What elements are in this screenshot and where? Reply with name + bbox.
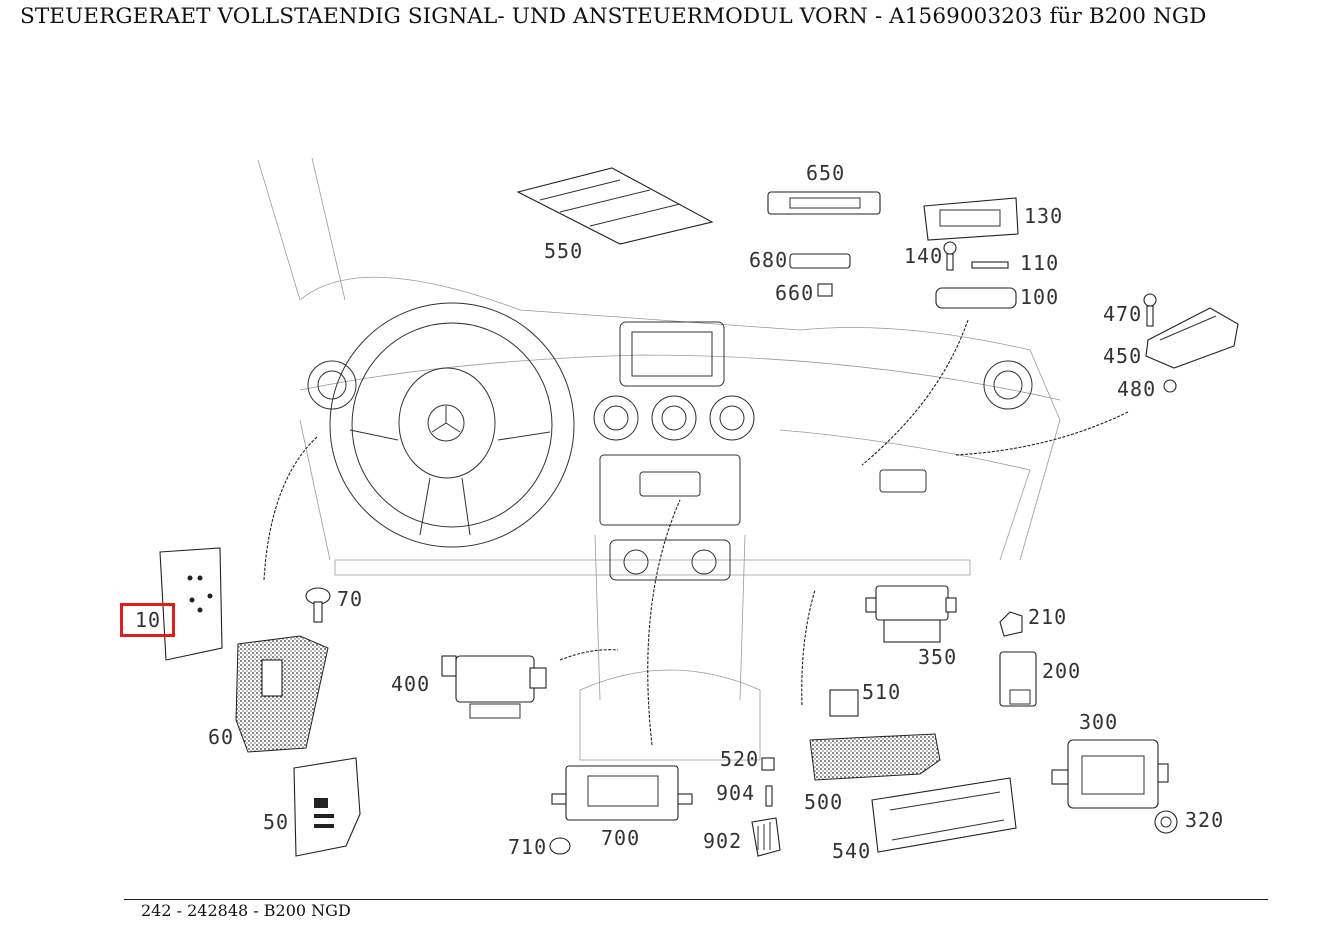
part-60[interactable] [235,635,329,753]
part-100[interactable] [935,287,1017,309]
part-label-60: 60 [208,725,235,749]
dashboard-illustration [257,157,1061,761]
part-label-210: 210 [1028,605,1068,629]
part-500[interactable] [809,733,941,781]
part-label-500: 500 [804,790,844,814]
diagram-reference-footer: 242 - 242848 - B200 NGD [141,901,351,920]
part-label-540: 540 [832,839,872,863]
part-label-480: 480 [1117,377,1157,401]
highlighted-part-marker [120,603,175,637]
part-10[interactable] [159,547,223,661]
page-title: STEUERGERAET VOLLSTAENDIG SIGNAL- UND AN… [20,4,1207,29]
part-540[interactable] [871,777,1017,853]
part-904[interactable] [765,785,773,807]
part-label-350: 350 [918,645,958,669]
part-label-902: 902 [703,829,743,853]
part-710[interactable] [549,837,571,855]
part-label-700: 700 [601,826,641,850]
part-300[interactable] [1051,739,1169,809]
part-label-510: 510 [862,680,902,704]
part-350[interactable] [865,585,957,643]
part-110[interactable] [971,261,1009,269]
part-470[interactable] [1143,293,1157,327]
part-70[interactable] [305,587,331,623]
part-label-680: 680 [749,248,789,272]
part-label-140: 140 [904,244,944,268]
part-660[interactable] [817,283,833,297]
part-400[interactable] [441,655,547,719]
part-650[interactable] [767,191,881,215]
part-label-10: 10 [135,608,162,632]
part-label-650: 650 [806,161,846,185]
part-label-110: 110 [1020,251,1060,275]
part-520[interactable] [761,757,775,771]
part-label-70: 70 [337,587,364,611]
part-902[interactable] [751,817,781,857]
footer-divider [124,899,1268,900]
part-680[interactable] [789,253,851,269]
part-label-550: 550 [544,239,584,263]
part-label-450: 450 [1103,344,1143,368]
part-label-50: 50 [263,810,290,834]
part-140[interactable] [943,241,957,271]
part-700[interactable] [551,765,693,821]
part-480[interactable] [1163,379,1177,393]
part-label-130: 130 [1024,204,1064,228]
part-450[interactable] [1145,307,1239,369]
part-label-660: 660 [775,281,815,305]
assembly-arrows [263,319,1129,746]
part-200[interactable] [999,651,1037,707]
part-label-200: 200 [1042,659,1082,683]
part-label-320: 320 [1185,808,1225,832]
part-label-400: 400 [391,672,431,696]
part-130[interactable] [923,197,1019,241]
part-label-710: 710 [508,835,548,859]
part-50[interactable] [293,757,361,857]
part-210[interactable] [999,611,1023,637]
part-510[interactable] [829,689,859,717]
part-label-300: 300 [1079,710,1119,734]
part-320[interactable] [1154,810,1178,834]
part-label-100: 100 [1020,285,1060,309]
part-label-904: 904 [716,781,756,805]
part-550[interactable] [516,167,714,245]
part-label-470: 470 [1103,302,1143,326]
part-label-520: 520 [720,747,760,771]
